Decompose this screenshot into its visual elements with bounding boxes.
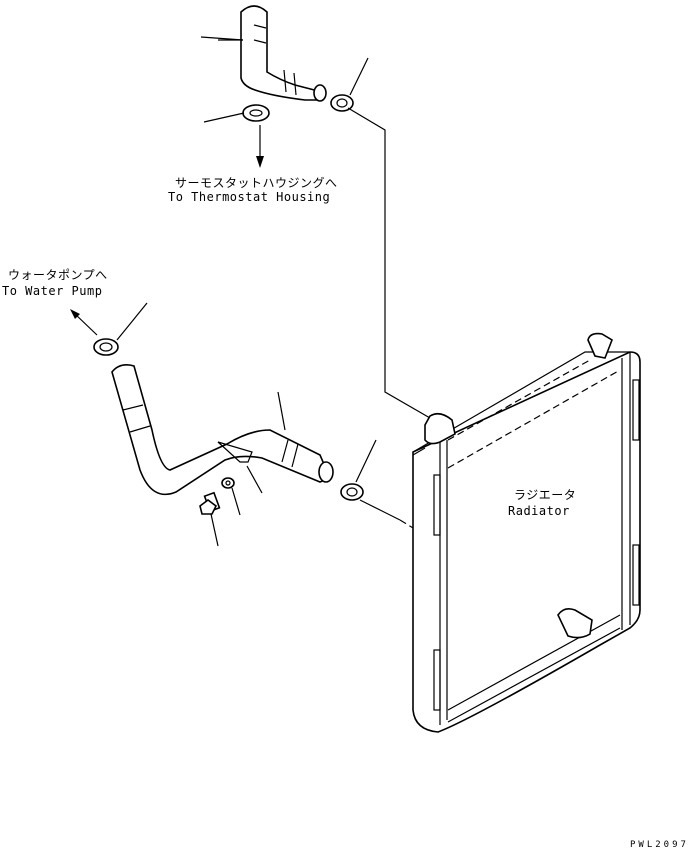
label-radiator-jp: ラジエータ [514, 488, 577, 502]
label-water-pump-en: To Water Pump [2, 284, 103, 298]
upper-radiator-hose [240, 5, 327, 102]
water-pump-hose-clamp [93, 302, 148, 356]
lower-radiator-hose [111, 364, 334, 496]
radiator [412, 332, 641, 733]
thermostat-hose-clamp [203, 104, 270, 168]
drawing-code: PWL2097 [630, 840, 689, 850]
water-pump-arrow [70, 309, 98, 336]
upper-hose-clamp [330, 57, 369, 112]
label-thermostat-en: To Thermostat Housing [168, 190, 331, 204]
label-water-pump-jp: ウォータポンプへ [8, 268, 108, 282]
label-radiator-en: Radiator [508, 504, 570, 518]
bolt-and-washer [199, 465, 263, 547]
label-thermostat-jp: サーモスタットハウジングへ [175, 176, 338, 190]
